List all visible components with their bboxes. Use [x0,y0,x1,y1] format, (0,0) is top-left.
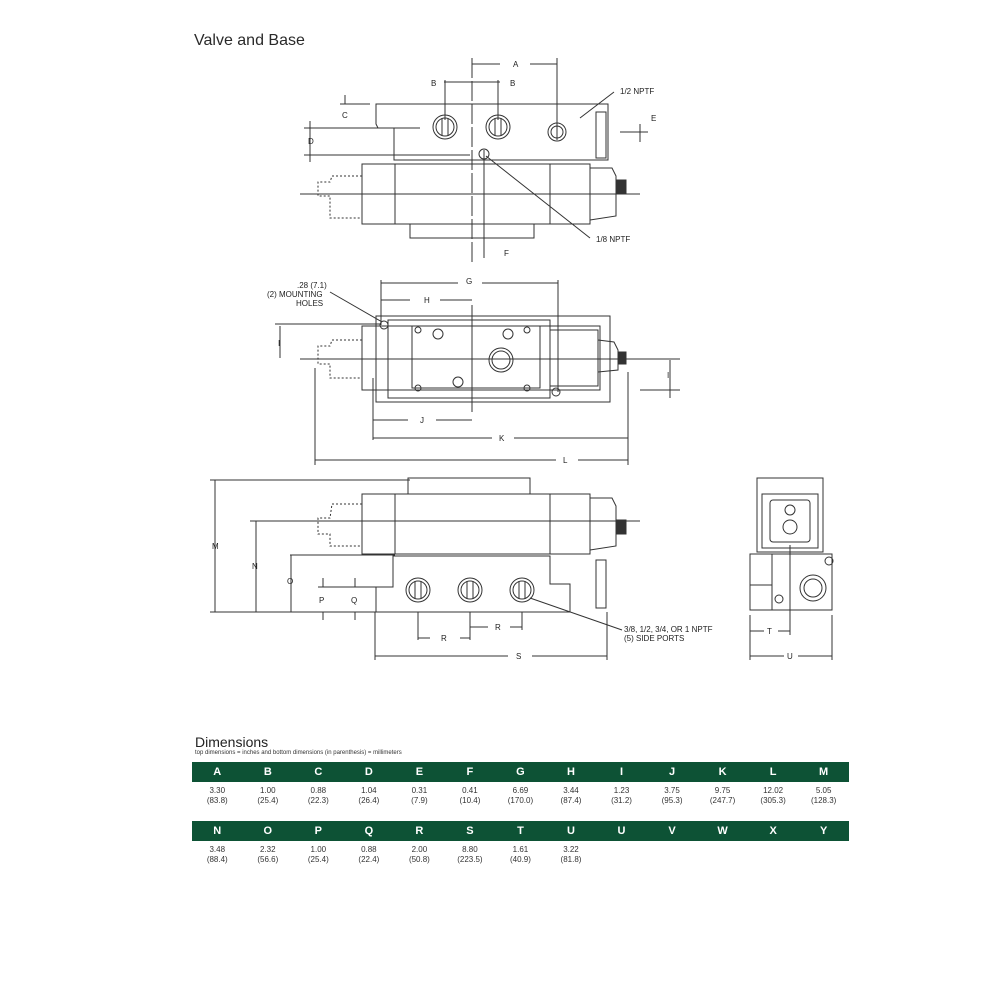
label-R-1: R [441,634,447,643]
label-L: L [563,456,568,465]
label-G: G [466,277,472,286]
top-view [300,58,648,262]
col-header: C [314,766,323,778]
cell [748,845,799,865]
col-header: T [517,825,524,837]
cell: 1.04(26.4) [358,786,380,805]
cell: 0.88(22.4) [358,845,380,864]
col-header: P [314,825,322,837]
base-side-view [210,477,640,660]
label-B-right: B [510,79,515,88]
table-header: A B C D E F G H I J K L M [192,762,849,782]
dimensions-table-row-1: A B C D E F G H I J K L M 3.30(83.8) 1.0… [192,762,849,806]
col-header: A [213,766,222,778]
col-header: W [717,825,728,837]
col-header: F [466,766,474,778]
dimensions-title: Dimensions [195,734,269,750]
cell: 1.00(25.4) [257,786,279,805]
table-values: 3.30(83.8) 1.00(25.4) 0.88(22.3) 1.04(26… [192,782,849,806]
label-S: S [516,652,521,661]
callout-mounting-1: .28 (7.1) [297,281,327,290]
table-values: 3.48(88.4) 2.32(56.6) 1.00(25.4) 0.88(22… [192,841,849,865]
end-view [749,477,834,660]
callout-eighth-nptf: 1/8 NPTF [596,235,630,244]
cell: 3.30(83.8) [206,786,228,805]
callout-half-nptf: 1/2 NPTF [620,87,654,96]
col-header: E [415,766,424,778]
cell: 0.88(22.3) [307,786,329,805]
cell: 9.75(247.7) [709,786,736,805]
label-A: A [513,60,519,69]
label-I-left: I [278,339,280,348]
col-header: S [466,825,474,837]
cell: 3.48(88.4) [206,845,228,864]
page-title: Valve and Base [194,32,305,49]
cell: 3.75(95.3) [661,786,683,805]
cell [697,845,748,865]
col-header: Y [819,825,828,837]
col-header: R [415,825,424,837]
callout-mounting-3: HOLES [296,299,323,308]
table-header: N O P Q R S T U U V W X Y [192,821,849,841]
col-header: N [213,825,222,837]
cell: 8.80(223.5) [457,845,483,864]
cell [798,845,849,865]
cell: 1.00(25.4) [307,845,329,864]
col-header: U [617,825,626,837]
cell [596,845,647,865]
col-header: H [567,766,575,778]
callout-mounting-2: (2) MOUNTING [267,290,323,299]
cell: 6.69(170.0) [507,786,534,805]
dimensions-table-row-2: N O P Q R S T U U V W X Y 3.48(88.4) 2.3… [192,821,849,865]
cell: 1.61(40.9) [510,845,531,864]
label-M: M [212,542,219,551]
col-header: V [668,825,676,837]
technical-drawing: A B B C D E F 1/2 NPTF 1/8 NPTF [210,58,834,661]
label-O: O [287,577,293,586]
dimensions-note: top dimensions = inches and bottom dimen… [195,750,402,756]
cell: 1.23(31.2) [611,786,632,805]
col-header: X [769,825,777,837]
label-Q: Q [351,596,357,605]
label-P: P [319,596,324,605]
label-F: F [504,249,509,258]
cell: 3.44(87.4) [560,786,582,805]
cell [647,845,698,865]
col-header: D [364,766,373,778]
callout-side-ports-1: 3/8, 1/2, 3/4, OR 1 NPTF [624,625,713,634]
label-T: T [767,627,772,636]
label-E: E [651,114,656,123]
cell: 3.22(81.8) [560,845,582,864]
front-view [275,280,680,465]
col-header: U [567,825,575,837]
label-N: N [252,562,258,571]
cell: 5.05(128.3) [810,786,837,805]
cell: 12.02(305.3) [760,786,786,805]
col-header: G [516,766,525,778]
label-U: U [787,652,793,661]
col-header: I [619,766,624,778]
label-J: J [420,416,424,425]
col-header: K [718,766,727,778]
cell: 0.41(10.4) [459,786,481,805]
label-D: D [308,137,314,146]
col-header: B [263,766,272,778]
col-header: M [819,766,829,778]
label-I-right: I [667,371,669,380]
col-header: L [769,766,777,778]
col-header: Q [364,825,374,837]
callout-side-ports-2: (5) SIDE PORTS [624,634,684,643]
label-H: H [424,296,430,305]
label-K: K [499,434,505,443]
col-header: J [668,766,676,778]
cell: 0.31(7.9) [411,786,428,805]
label-C: C [342,111,348,120]
col-header: O [263,825,273,837]
cell: 2.32(56.6) [257,845,279,864]
label-B-left: B [431,79,436,88]
cell: 2.00(50.8) [408,845,430,864]
label-R-2: R [495,623,501,632]
